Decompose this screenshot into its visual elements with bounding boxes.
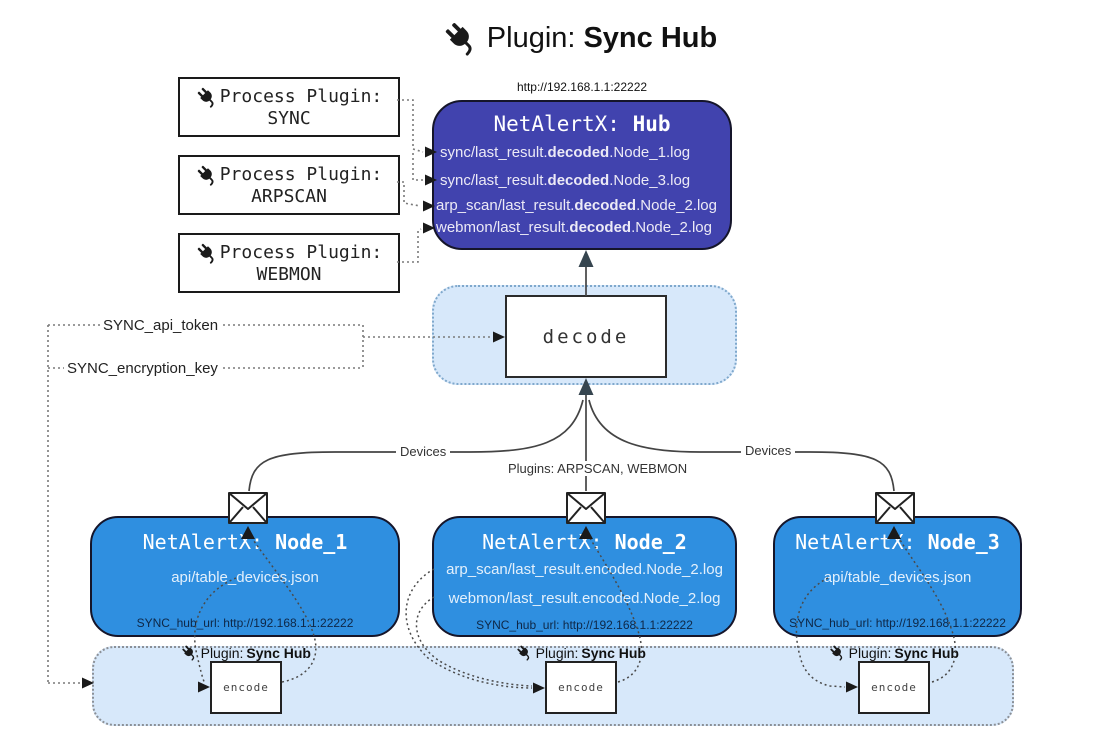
process-plugin-name: WEBMON <box>256 263 322 285</box>
process-plugin-name: SYNC <box>267 107 311 129</box>
process-plugin-box-webmon: Process Plugin: WEBMON <box>178 233 400 293</box>
hub-title-name: Hub <box>632 112 671 136</box>
title-bold: Sync Hub <box>583 21 718 54</box>
decode-box: decode <box>505 295 667 378</box>
encode-box: encode <box>858 661 930 714</box>
hub-box <box>432 100 732 250</box>
process-plugin-name: ARPSCAN <box>251 185 327 207</box>
plug-icon <box>196 86 218 108</box>
edge-sync-to-hub-1 <box>397 99 424 153</box>
hub-log-line: sync/last_result.decoded.Node_1.log <box>440 144 691 161</box>
hub-log-line: sync/last_result.decoded.Node_3.log <box>440 172 691 189</box>
process-plugin-label: Process Plugin: <box>219 242 383 263</box>
node1-hub-url: SYNC_hub_url: http://192.168.1.1:22222 <box>136 616 354 630</box>
process-plugin-box-arpscan: Process Plugin: ARPSCAN <box>178 155 400 215</box>
edge-sync-to-hub-2 <box>412 153 423 181</box>
hub-title-prefix: NetAlertX: <box>493 112 633 136</box>
encode-box: encode <box>545 661 617 714</box>
plug-icon <box>181 644 198 661</box>
plug-icon <box>196 242 218 264</box>
sync-api-token-label: SYNC_api_token <box>100 317 222 334</box>
page-title: Plugin: Sync Hub <box>110 16 1050 60</box>
node2-title: NetAlertX: Node_2 <box>482 530 687 554</box>
process-plugin-label: Process Plugin: <box>219 86 383 107</box>
sync-encryption-key-label: SYNC_encryption_key <box>64 360 221 377</box>
hub-log-line: webmon/last_result.decoded.Node_2.log <box>436 219 712 236</box>
plug-icon <box>516 644 533 661</box>
process-plugin-label: Process Plugin: <box>219 164 383 185</box>
hub-url-label: http://192.168.1.1:22222 <box>516 80 648 94</box>
title-regular: Plugin: <box>486 21 576 54</box>
encode-plugin-label: Plugin: Sync Hub <box>516 644 646 661</box>
encode-plugin-label: Plugin: Sync Hub <box>829 644 959 661</box>
plug-icon <box>829 644 846 661</box>
encode-plugin-label: Plugin: Sync Hub <box>181 644 311 661</box>
node2-hub-url: SYNC_hub_url: http://192.168.1.1:22222 <box>476 618 693 632</box>
node1-title: NetAlertX: Node_1 <box>142 530 348 554</box>
edge-webmon-to-hub <box>397 228 422 263</box>
hub-log-line: arp_scan/last_result.decoded.Node_2.log <box>436 197 717 214</box>
node1-file: api/table_devices.json <box>171 569 319 586</box>
arrowhead-up <box>578 250 594 267</box>
edge-label-plugins: Plugins: ARPSCAN, WEBMON <box>504 461 692 476</box>
encode-box: encode <box>210 661 282 714</box>
plug-icon <box>443 20 479 56</box>
node3-file: api/table_devices.json <box>823 569 972 586</box>
edge-arpscan-to-hub <box>397 181 421 207</box>
node2-file: webmon/last_result.encoded.Node_2.log <box>448 590 721 607</box>
plug-icon <box>196 164 218 186</box>
hub-title: NetAlertX: Hub <box>432 112 732 136</box>
node3-title: NetAlertX: Node_3 <box>795 530 1000 554</box>
node2-file: arp_scan/last_result.encoded.Node_2.log <box>446 561 723 578</box>
process-plugin-box-sync: Process Plugin: SYNC <box>178 77 400 137</box>
node3-hub-url: SYNC_hub_url: http://192.168.1.1:22222 <box>789 616 1006 630</box>
edge-label-devices-left: Devices <box>396 444 451 459</box>
edge-label-devices-right: Devices <box>741 443 796 458</box>
